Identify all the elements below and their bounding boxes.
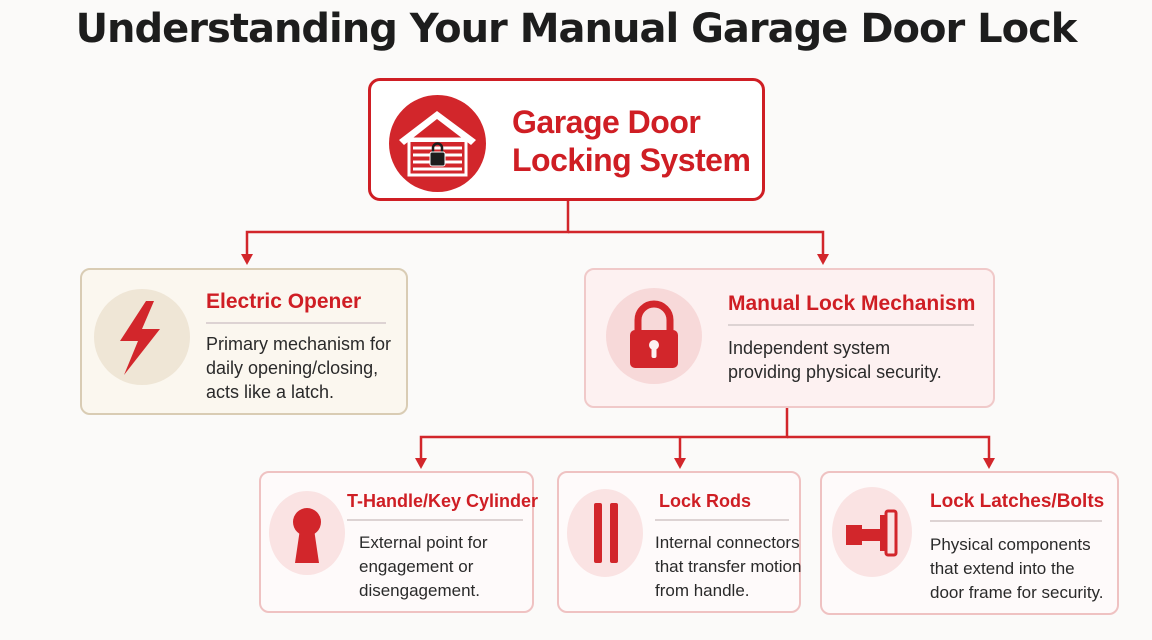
electric-icon-circle (94, 289, 190, 385)
latch-bolt-icon (846, 509, 898, 557)
lock-rods-desc-line-2: that transfer motion (655, 557, 802, 576)
lightning-bolt-icon (120, 301, 160, 375)
t-handle-desc-line-2: engagement or (359, 557, 474, 576)
manual-lock-card: Manual Lock Mechanism Independent system… (584, 268, 995, 408)
root-title: Garage Door Locking System (512, 103, 751, 179)
electric-opener-card: Electric Opener Primary mechanism for da… (80, 268, 408, 415)
lock-rods-description: Internal connectors that transfer motion… (655, 531, 801, 603)
lock-latches-desc-line-1: Physical components (930, 535, 1091, 554)
t-handle-desc-line-1: External point for (359, 533, 488, 552)
electric-desc-line-2: daily opening/closing, (206, 358, 379, 378)
t-handle-title: T-Handle/Key Cylinder (347, 491, 539, 511)
lock-latches-icon-circle (832, 487, 912, 577)
t-handle-icon-circle (269, 491, 345, 575)
page-title: Understanding Your Manual Garage Door Lo… (75, 6, 1078, 52)
lock-latches-card: Lock Latches/Bolts Physical components t… (820, 471, 1119, 615)
lock-latches-desc-line-2: that extend into the (930, 559, 1075, 578)
manual-lock-title: Manual Lock Mechanism (728, 292, 976, 315)
rods-icon (594, 503, 618, 563)
t-handle-divider (347, 519, 523, 521)
t-handle-desc-line-3: disengagement. (359, 581, 480, 600)
lock-latches-title: Lock Latches/Bolts (930, 491, 1105, 512)
root-title-line-2: Locking System (512, 142, 751, 178)
root-node-card: Garage Door Locking System (368, 78, 765, 201)
manual-lock-divider (728, 324, 974, 326)
keyhole-icon (293, 508, 321, 563)
lock-latches-desc-line-3: door frame for security. (930, 583, 1104, 602)
root-icon-circle (389, 95, 486, 192)
electric-opener-description: Primary mechanism for daily opening/clos… (206, 332, 391, 404)
lock-rods-title: Lock Rods (659, 491, 752, 511)
t-handle-description: External point for engagement or disenga… (359, 531, 488, 603)
lock-latches-description: Physical components that extend into the… (930, 533, 1104, 605)
lock-rods-card: Lock Rods Internal connectors that trans… (557, 471, 801, 613)
manual-desc-line-2: providing physical security. (728, 362, 942, 382)
manual-lock-description: Independent system providing physical se… (728, 336, 942, 384)
t-handle-card: T-Handle/Key Cylinder External point for… (259, 471, 538, 613)
garage-lock-icon (399, 111, 476, 177)
lock-rods-icon-circle (567, 489, 643, 577)
lock-rods-divider (655, 519, 789, 521)
electric-opener-title: Electric Opener (206, 290, 362, 313)
lock-rods-desc-line-3: from handle. (655, 581, 750, 600)
root-title-line-1: Garage Door (512, 104, 701, 140)
manual-icon-circle (606, 288, 702, 384)
electric-opener-divider (206, 322, 386, 324)
lock-rods-desc-line-1: Internal connectors (655, 533, 800, 552)
electric-desc-line-3: acts like a latch. (206, 382, 335, 402)
lock-latches-divider (930, 520, 1102, 522)
manual-desc-line-1: Independent system (728, 338, 891, 358)
electric-desc-line-1: Primary mechanism for (206, 334, 392, 354)
padlock-icon (630, 300, 678, 368)
